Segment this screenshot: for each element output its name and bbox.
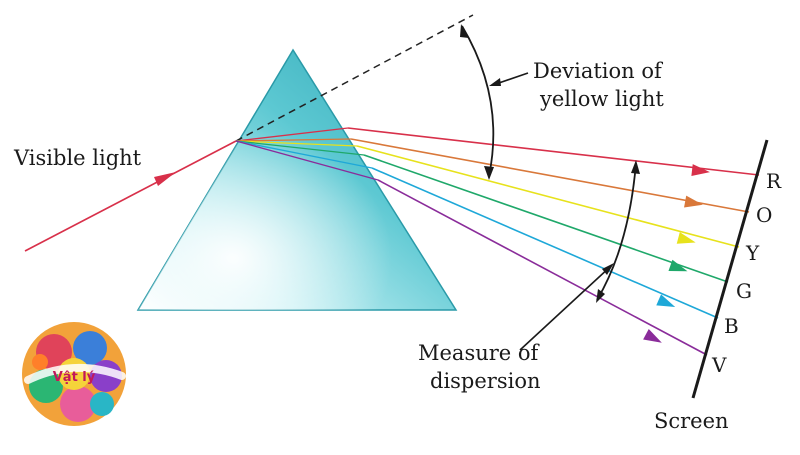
dispersion-pointer-arrow — [602, 263, 614, 275]
ray-in-prism-o — [235, 138, 352, 142]
svg-text:Vật lý: Vật lý — [53, 370, 96, 385]
ray-v — [377, 179, 708, 356]
ray-in-prism-b — [235, 140, 373, 169]
ray-arrow-b — [656, 294, 676, 307]
screen-label: Screen — [654, 409, 729, 433]
deviation-label-line1: Deviation of — [533, 59, 664, 83]
color-letter-r: R — [766, 169, 782, 193]
dispersion-arc-arrow-bottom — [596, 289, 605, 303]
color-letter-o: O — [756, 203, 772, 227]
ray-r — [347, 127, 760, 176]
ray-in-prism-r — [235, 127, 349, 142]
ray-arrow-y — [676, 232, 696, 244]
ray-arrow-o — [684, 195, 703, 208]
deviation-pointer-arrow — [489, 78, 501, 86]
vat-ly-logo: Vật lý — [22, 322, 126, 426]
color-letter-b: B — [724, 314, 739, 338]
dispersion-arc-arrow-top — [631, 160, 640, 174]
deviation-arc-arrow-bottom — [484, 166, 494, 180]
dispersed-rays — [235, 127, 760, 356]
ray-arrow-g — [668, 259, 688, 272]
ray-in-prism-g — [235, 140, 365, 156]
ray-arrow-r — [691, 164, 710, 177]
ray-g — [363, 154, 729, 283]
ray-o — [350, 138, 750, 213]
ray-in-prism-v — [235, 140, 379, 181]
color-letter-v: V — [711, 353, 727, 377]
deviation-reference-line — [235, 14, 474, 142]
color-letter-y: Y — [745, 241, 760, 265]
deviation-arc-arrow-top — [460, 24, 469, 38]
ray-b — [371, 167, 719, 319]
deviation-label-line2: yellow light — [539, 87, 664, 111]
deviation-arc — [461, 25, 495, 177]
incident-ray — [24, 140, 237, 252]
ray-in-prism-y — [235, 140, 358, 147]
dispersion-arc — [596, 162, 637, 301]
incident-ray-arrow — [154, 172, 176, 186]
screen — [691, 139, 769, 399]
dispersion-pointer — [519, 265, 612, 351]
visible-light-label: Visible light — [13, 146, 142, 170]
prism-highlight — [138, 50, 456, 310]
ray-y — [356, 145, 740, 248]
dispersion-label-line2: dispersion — [430, 369, 541, 393]
color-letter-g: G — [736, 279, 752, 303]
dispersion-label-line1: Measure of — [418, 341, 541, 365]
ray-arrow-v — [643, 328, 662, 343]
